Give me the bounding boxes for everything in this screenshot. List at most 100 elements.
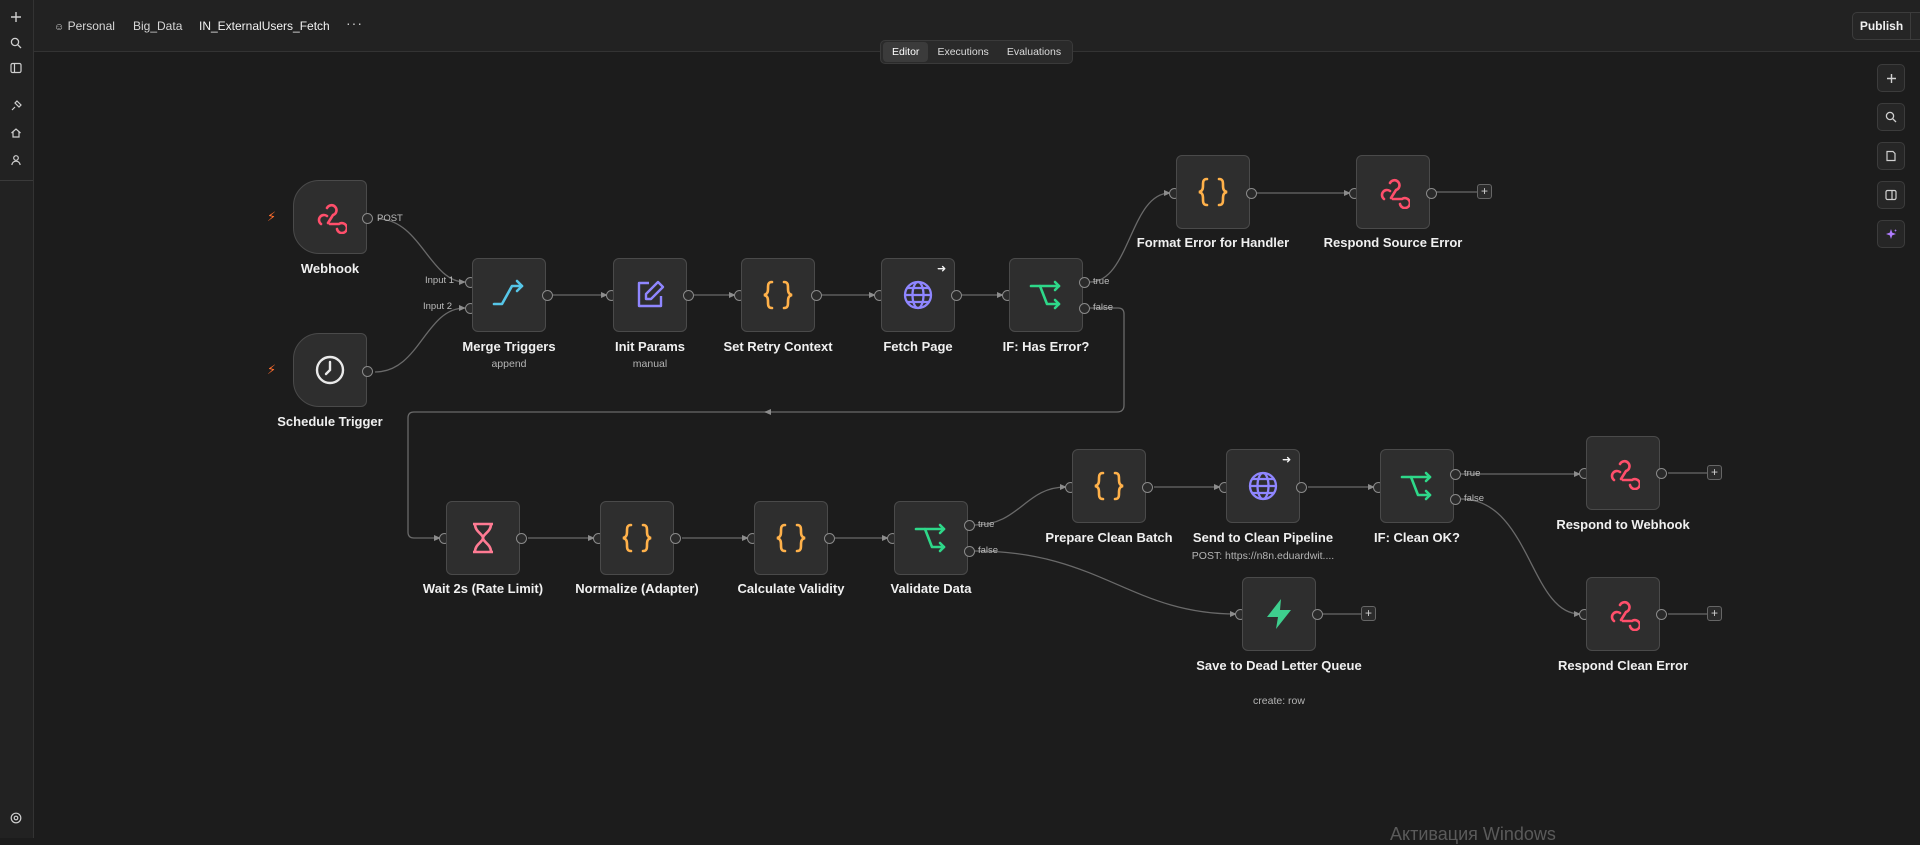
output-port[interactable] [683,290,694,301]
node-if-has-error[interactable] [1009,258,1083,332]
port-label-false: false [1093,302,1114,313]
trigger-bolt-icon: ⚡ [267,362,277,377]
panel-toggle-icon[interactable] [7,59,25,77]
if-branch-icon [1029,280,1061,310]
output-port[interactable] [362,366,373,377]
publish-dropdown[interactable] [1911,13,1920,39]
node-label: Send to Clean Pipeline [1192,530,1334,545]
ai-assistant-button[interactable] [1877,220,1905,248]
node-label: Prepare Clean Batch [1045,530,1173,545]
node-respond-clean-error[interactable] [1586,577,1660,651]
add-node-toolbar-button[interactable] [1877,64,1905,92]
node-subtitle: create: row [1253,695,1305,707]
node-init-params[interactable] [613,258,687,332]
node-prepare-clean-batch[interactable] [1072,449,1146,523]
user-icon: ☺ [54,22,65,33]
code-braces-icon [1094,471,1124,501]
output-port[interactable] [951,290,962,301]
node-label: Validate Data [890,581,972,596]
node-if-clean-ok[interactable] [1380,449,1454,523]
node-webhook[interactable] [293,180,367,254]
output-port-true[interactable] [1079,277,1090,288]
node-merge-triggers[interactable] [472,258,546,332]
node-dead-letter-queue[interactable] [1242,577,1316,651]
workflow-name[interactable]: IN_ExternalUsers_Fetch [199,19,330,33]
port-label-input2: Input 2 [423,301,453,312]
arrow-right-icon: ➜ [1282,454,1292,466]
output-port[interactable] [1312,609,1323,620]
toggle-panel-button[interactable] [1877,181,1905,209]
output-port-true[interactable] [1450,469,1461,480]
hourglass-icon [473,522,493,554]
node-label: Set Retry Context [723,339,833,354]
node-label: Webhook [300,261,360,276]
node-schedule-trigger[interactable] [293,333,367,407]
add-node-button[interactable]: + [1477,184,1492,199]
webhook-icon [1380,178,1410,209]
sparkle-icon [1885,228,1897,239]
os-watermark: Активация Windows [1390,824,1556,844]
edit-icon [637,280,665,308]
publish-group: Publish [1852,12,1920,40]
webhook-icon [317,203,347,234]
supabase-bolt-icon [1267,599,1291,629]
port-label-true: true [1093,276,1110,287]
node-label: IF: Has Error? [1002,339,1090,354]
search-icon[interactable] [7,34,25,52]
node-respond-source-error[interactable] [1356,155,1430,229]
node-fetch-page[interactable] [881,258,955,332]
help-icon[interactable] [7,809,25,827]
add-icon[interactable] [7,8,25,26]
output-port[interactable] [1296,482,1307,493]
tab-executions[interactable]: Executions [937,46,989,58]
globe-icon [903,280,933,310]
add-icon [1886,73,1896,83]
output-port-true[interactable] [964,520,975,531]
clock-icon [315,355,345,385]
output-port-false[interactable] [964,546,975,557]
tab-editor[interactable]: Editor [883,42,929,62]
tab-evaluations[interactable]: Evaluations [1006,46,1062,58]
left-sidebar [0,0,34,838]
output-port[interactable] [670,533,681,544]
output-port[interactable] [1246,188,1257,199]
node-normalize-adapter[interactable] [600,501,674,575]
output-port[interactable] [516,533,527,544]
output-port-false[interactable] [1079,303,1090,314]
node-label: Merge Triggers [462,339,556,354]
node-set-retry-context[interactable] [741,258,815,332]
templates-icon[interactable] [7,97,25,115]
add-node-button[interactable]: + [1707,606,1722,621]
search-nodes-button[interactable] [1877,103,1905,131]
output-port[interactable] [824,533,835,544]
panel-icon [1885,189,1897,201]
publish-button[interactable]: Publish [1853,13,1911,39]
node-label: Calculate Validity [737,581,845,596]
port-label-true: true [1464,468,1481,479]
node-calculate-validity[interactable] [754,501,828,575]
sticky-note-button[interactable] [1877,142,1905,170]
node-wait-rate-limit[interactable] [446,501,520,575]
breadcrumb-project-label: Personal [67,19,115,33]
node-validate-data[interactable] [894,501,968,575]
home-icon[interactable] [7,124,25,142]
node-label: Respond Source Error [1323,235,1463,250]
user-icon[interactable] [7,151,25,169]
output-port[interactable] [811,290,822,301]
output-port-false[interactable] [1450,494,1461,505]
output-port[interactable] [1142,482,1153,493]
add-node-button[interactable]: + [1361,606,1376,621]
node-label: IF: Clean OK? [1374,530,1460,545]
output-port[interactable] [1656,609,1667,620]
port-label-input1: Input 1 [425,275,455,286]
output-port[interactable] [1656,468,1667,479]
add-node-button[interactable]: + [1707,465,1722,480]
breadcrumb-folder[interactable]: Big_Data [133,19,183,33]
output-port[interactable] [1426,188,1437,199]
node-respond-to-webhook[interactable] [1586,436,1660,510]
output-port[interactable] [542,290,553,301]
breadcrumb-project[interactable]: ☺ Personal [54,19,115,33]
output-port[interactable] [362,213,373,224]
more-options-button[interactable]: ··· [346,15,363,31]
node-format-error[interactable] [1176,155,1250,229]
